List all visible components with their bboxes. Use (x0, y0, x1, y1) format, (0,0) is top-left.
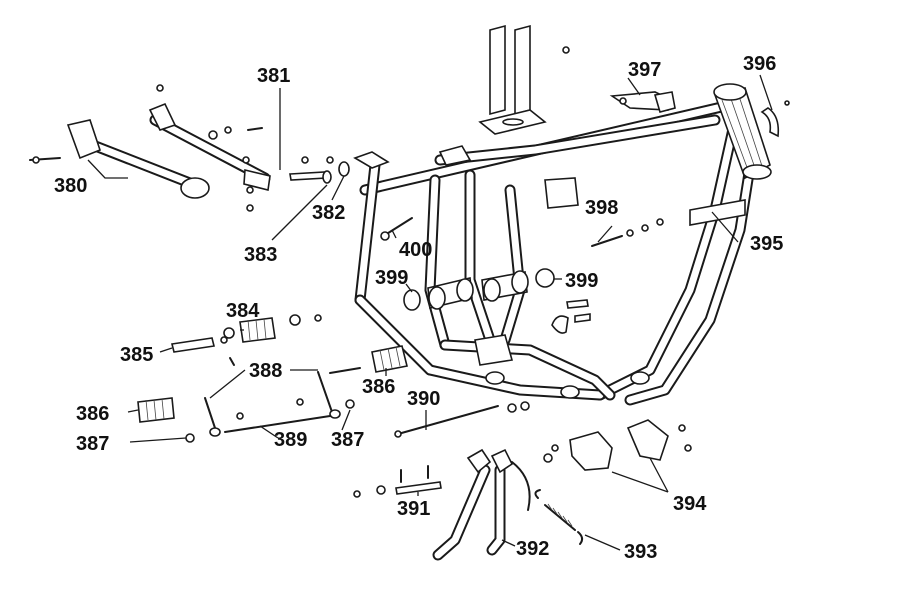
spring-393 (534, 489, 584, 545)
badge-396 (760, 100, 790, 138)
callout-400: 400 (399, 239, 432, 261)
callout-396: 396 (743, 53, 776, 75)
leader-389 (259, 425, 279, 439)
rod-389 (224, 398, 331, 433)
leader-393 (584, 534, 621, 551)
lever-388 (204, 367, 361, 437)
brackets-394 (543, 419, 692, 471)
leader-386a (127, 409, 139, 413)
callout-381: 381 (257, 65, 290, 87)
leader-395 (711, 211, 739, 243)
leader-399a (405, 283, 413, 293)
leader-lines (87, 74, 773, 551)
callout-393: 393 (624, 541, 657, 563)
footrest-386-right (371, 345, 408, 373)
bolt-398 (591, 218, 664, 247)
leader-396 (759, 74, 773, 111)
clamp-parts (551, 299, 591, 334)
callout-394: 394 (673, 493, 707, 515)
callout-390: 390 (407, 388, 440, 410)
footrest-386-left (137, 397, 175, 423)
pin-385 (171, 336, 235, 366)
callout-382: 382 (312, 202, 345, 224)
leader-388 (209, 369, 318, 399)
leader-383 (271, 184, 328, 241)
callout-384: 384 (226, 300, 260, 322)
footrest-384 (223, 314, 322, 343)
callout-398: 398 (585, 197, 618, 219)
nuts-387 (185, 399, 355, 443)
seat-bracket (478, 24, 570, 135)
rod-390 (394, 401, 530, 438)
bracket-397 (609, 91, 676, 113)
bushings-399 (403, 268, 555, 311)
bolt-400 (380, 217, 413, 241)
callout-389: 389 (274, 429, 307, 451)
leader-397 (627, 77, 641, 96)
callout-397: 397 (628, 59, 661, 81)
pin-391 (353, 465, 442, 498)
callout-399-right: 399 (565, 270, 598, 292)
callout-380: 380 (54, 175, 87, 197)
leader-400 (391, 229, 397, 239)
stand-392 (432, 448, 531, 561)
leader-385 (159, 347, 173, 353)
swing-arm-380 (29, 84, 271, 212)
frame-395 (353, 83, 772, 406)
leader-387a (129, 437, 187, 443)
callout-387-right: 387 (331, 429, 364, 451)
pivot-parts (289, 156, 350, 184)
callout-399-left: 399 (375, 267, 408, 289)
callout-391: 391 (397, 498, 430, 520)
leader-387b (341, 409, 351, 431)
leader-394 (611, 457, 669, 493)
callout-386-right: 386 (362, 376, 395, 398)
callout-388: 388 (249, 360, 282, 382)
leader-380 (87, 159, 128, 179)
leader-382 (331, 175, 345, 201)
callout-387-left: 387 (76, 433, 109, 455)
callout-386-left: 386 (76, 403, 109, 425)
callout-392: 392 (516, 538, 549, 560)
callout-395: 395 (750, 233, 783, 255)
callout-labels: 380 381 382 383 384 385 386 386 387 387 … (54, 53, 783, 563)
callout-385: 385 (120, 344, 153, 366)
leader-392 (501, 539, 516, 547)
leader-398 (597, 225, 613, 243)
callout-383: 383 (244, 244, 277, 266)
